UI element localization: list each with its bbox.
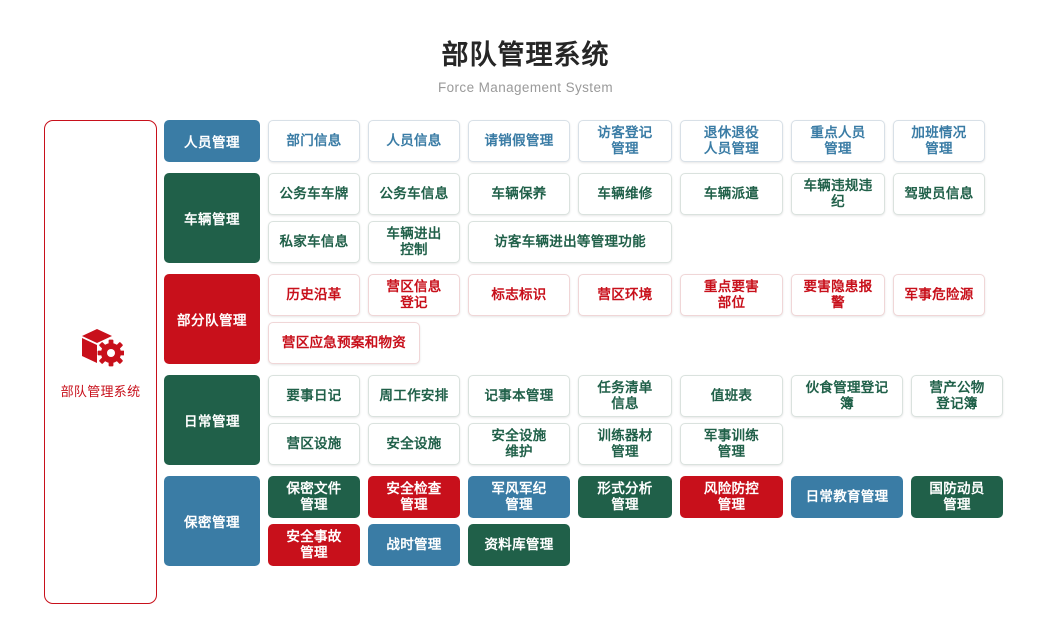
module-card[interactable]: 访客车辆进出等管理功能 (468, 221, 672, 263)
module-card[interactable]: 请销假管理 (468, 120, 570, 162)
module-card[interactable]: 军事危险源 (893, 274, 985, 316)
module-card[interactable]: 训练器材 管理 (578, 423, 672, 465)
page-title: 部队管理系统 (441, 40, 610, 70)
module-card[interactable]: 营区环境 (578, 274, 672, 316)
group-header-2[interactable]: 部分队管理 (164, 274, 260, 364)
module-card[interactable]: 营区设施 (268, 423, 360, 465)
page-subtitle: Force Management System (437, 80, 614, 95)
group-header-0[interactable]: 人员管理 (164, 120, 260, 162)
group-items: 公务车车牌公务车信息车辆保养车辆维修车辆派遣车辆违规违纪驾驶员信息私家车信息车辆… (268, 173, 1051, 269)
group-header-4[interactable]: 保密管理 (164, 476, 260, 566)
group-header-1[interactable]: 车辆管理 (164, 173, 260, 263)
module-card[interactable]: 军事训练 管理 (680, 423, 783, 465)
module-card[interactable]: 退休退役 人员管理 (680, 120, 783, 162)
module-card[interactable]: 形式分析 管理 (578, 476, 672, 518)
module-card[interactable]: 伙食管理登记簿 (791, 375, 903, 417)
module-card[interactable]: 要害隐患报警 (791, 274, 885, 316)
module-card[interactable]: 安全事故 管理 (268, 524, 360, 566)
module-card[interactable]: 风险防控 管理 (680, 476, 783, 518)
module-card[interactable]: 标志标识 (468, 274, 570, 316)
module-card[interactable]: 车辆维修 (578, 173, 672, 215)
module-card[interactable]: 记事本管理 (468, 375, 570, 417)
module-card[interactable]: 资料库管理 (468, 524, 570, 566)
group-items: 要事日记周工作安排记事本管理任务清单 信息值班表伙食管理登记簿营产公物 登记簿营… (268, 375, 1051, 471)
module-card[interactable]: 要事日记 (268, 375, 360, 417)
module-card[interactable]: 重点人员 管理 (791, 120, 885, 162)
module-card[interactable]: 安全检查 管理 (368, 476, 460, 518)
module-card[interactable]: 历史沿革 (268, 274, 360, 316)
module-card[interactable]: 人员信息 (368, 120, 460, 162)
module-card[interactable]: 国防动员 管理 (911, 476, 1003, 518)
module-card[interactable]: 周工作安排 (368, 375, 460, 417)
module-group: 保密管理保密文件 管理安全检查 管理军风军纪 管理形式分析 管理风险防控 管理日… (164, 476, 1051, 572)
sidebar-system-label: 部队管理系统 (60, 383, 141, 399)
module-group: 部分队管理历史沿革营区信息 登记标志标识营区环境重点要害 部位要害隐患报警军事危… (164, 274, 1051, 370)
module-card[interactable]: 任务清单 信息 (578, 375, 672, 417)
content-area: 部队管理系统 人员管理部门信息人员信息请销假管理访客登记 管理退休退役 人员管理… (0, 98, 1051, 604)
module-card[interactable]: 车辆违规违纪 (791, 173, 885, 215)
module-card[interactable]: 公务车信息 (368, 173, 460, 215)
group-items: 保密文件 管理安全检查 管理军风军纪 管理形式分析 管理风险防控 管理日常教育管… (268, 476, 1051, 572)
module-card[interactable]: 公务车车牌 (268, 173, 360, 215)
group-items: 历史沿革营区信息 登记标志标识营区环境重点要害 部位要害隐患报警军事危险源营区应… (268, 274, 1051, 370)
module-card[interactable]: 保密文件 管理 (268, 476, 360, 518)
module-card[interactable]: 私家车信息 (268, 221, 360, 263)
page-header: 部队管理系统 Force Management System (0, 0, 1051, 98)
module-card[interactable]: 安全设施 维护 (468, 423, 570, 465)
module-card[interactable]: 重点要害 部位 (680, 274, 783, 316)
module-card[interactable]: 营区应急预案和物资 (268, 322, 420, 364)
cube-gear-icon (78, 325, 124, 374)
group-header-3[interactable]: 日常管理 (164, 375, 260, 465)
module-card[interactable]: 军风军纪 管理 (468, 476, 570, 518)
module-group: 人员管理部门信息人员信息请销假管理访客登记 管理退休退役 人员管理重点人员 管理… (164, 120, 1051, 168)
module-card[interactable]: 营产公物 登记簿 (911, 375, 1003, 417)
module-card[interactable]: 日常教育管理 (791, 476, 903, 518)
module-card[interactable]: 访客登记 管理 (578, 120, 672, 162)
module-group: 日常管理要事日记周工作安排记事本管理任务清单 信息值班表伙食管理登记簿营产公物 … (164, 375, 1051, 471)
module-card[interactable]: 车辆进出 控制 (368, 221, 460, 263)
module-groups: 人员管理部门信息人员信息请销假管理访客登记 管理退休退役 人员管理重点人员 管理… (164, 120, 1051, 577)
module-card[interactable]: 部门信息 (268, 120, 360, 162)
module-card[interactable]: 驾驶员信息 (893, 173, 985, 215)
module-card[interactable]: 值班表 (680, 375, 783, 417)
sidebar-system-panel[interactable]: 部队管理系统 (44, 120, 157, 604)
module-group: 车辆管理公务车车牌公务车信息车辆保养车辆维修车辆派遣车辆违规违纪驾驶员信息私家车… (164, 173, 1051, 269)
group-items: 部门信息人员信息请销假管理访客登记 管理退休退役 人员管理重点人员 管理加班情况… (268, 120, 1051, 168)
module-card[interactable]: 加班情况 管理 (893, 120, 985, 162)
module-card[interactable]: 安全设施 (368, 423, 460, 465)
module-card[interactable]: 车辆保养 (468, 173, 570, 215)
module-card[interactable]: 营区信息 登记 (368, 274, 460, 316)
module-card[interactable]: 战时管理 (368, 524, 460, 566)
module-card[interactable]: 车辆派遣 (680, 173, 783, 215)
